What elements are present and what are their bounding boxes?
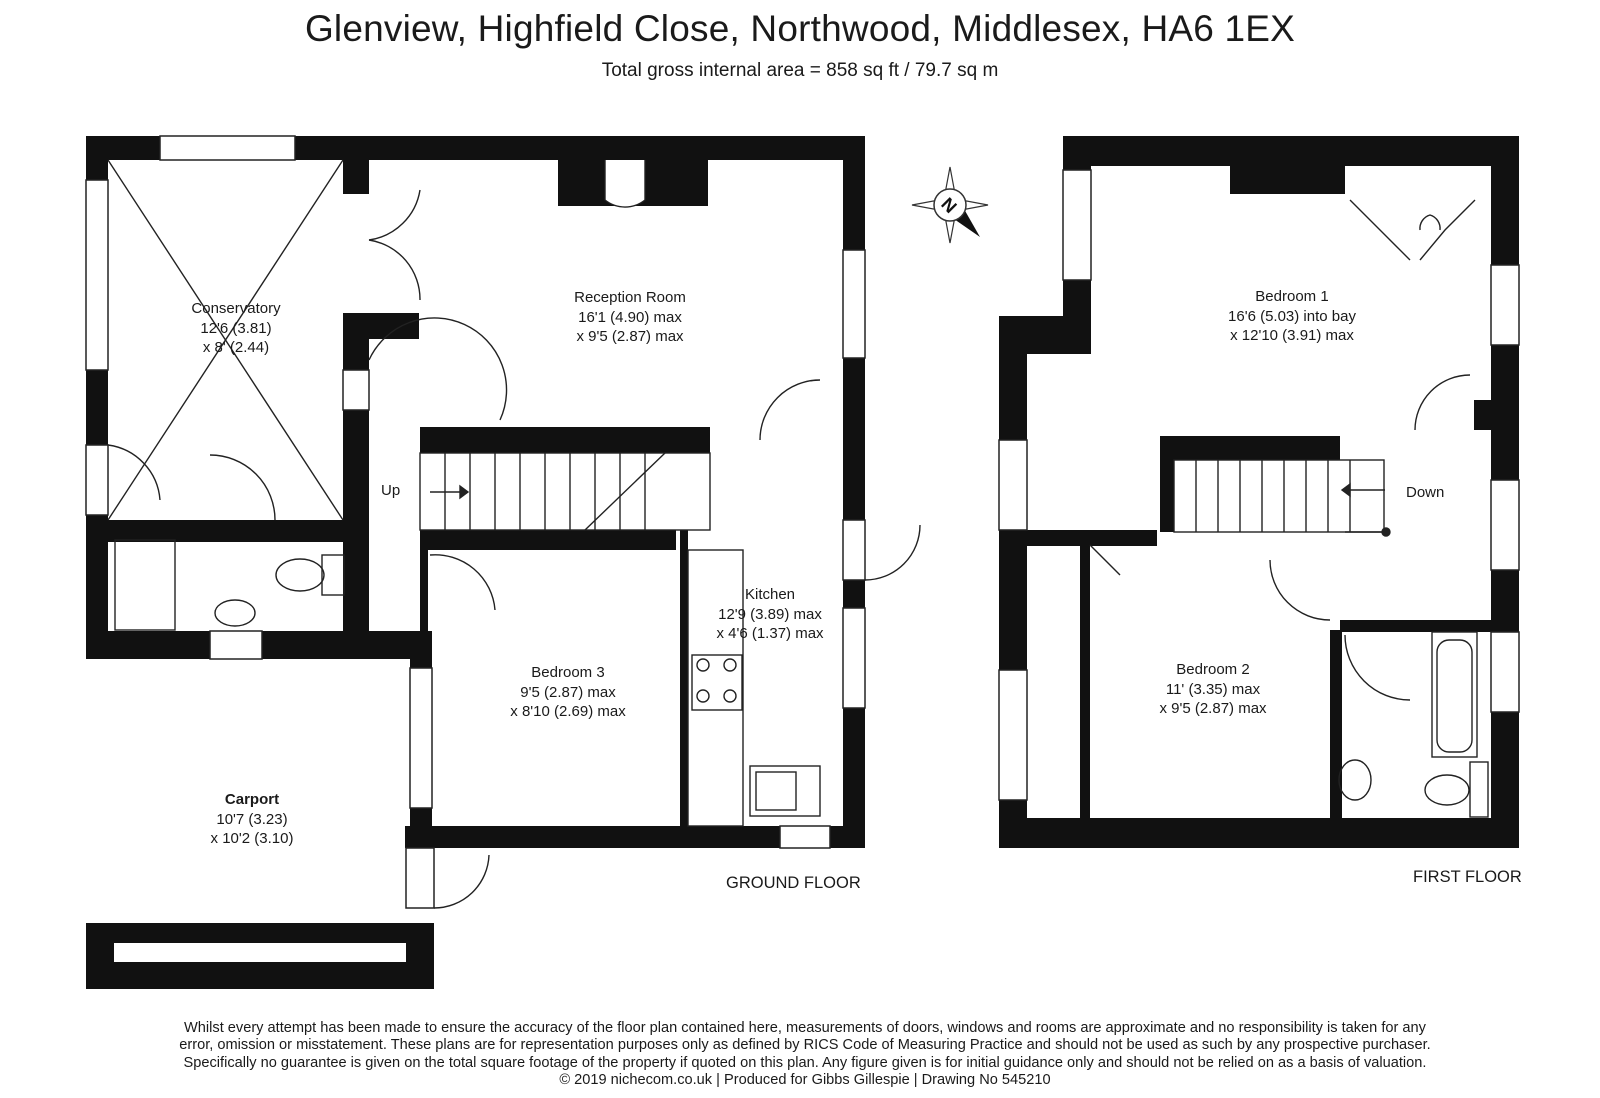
first-floor-label: FIRST FLOOR [1413, 868, 1522, 886]
door-swing [209, 454, 276, 521]
conservatory-roof-line [107, 159, 344, 521]
bedroom-2-label: Bedroom 2 11' (3.35) max x 9'5 (2.87) ma… [1159, 661, 1267, 717]
hob [691, 654, 743, 711]
window [1490, 479, 1520, 571]
window [209, 630, 263, 660]
bedroom-3-label: Bedroom 3 9'5 (2.87) max x 8'10 (2.69) m… [510, 664, 626, 720]
first-floor-plan [999, 136, 1519, 848]
wall [1063, 136, 1518, 166]
door-swing [1269, 559, 1331, 621]
toilet-cistern [1469, 761, 1489, 818]
reception-room-label: Reception Room 16'1 (4.90) max x 9'5 (2.… [574, 289, 686, 345]
toilet [275, 558, 325, 592]
wall [1230, 166, 1345, 194]
wall [1474, 400, 1491, 430]
fireplace [604, 160, 646, 208]
door-swing [433, 854, 490, 909]
wall [1340, 620, 1491, 632]
wall [343, 160, 369, 194]
door-opening [842, 519, 866, 581]
door-opening [85, 444, 109, 516]
wall [1160, 436, 1340, 460]
disclaimer-line: Whilst every attempt has been made to en… [184, 1020, 1426, 1036]
ground-floor-fixtures [107, 159, 921, 909]
toilet [1424, 774, 1470, 806]
basin [214, 599, 256, 627]
bedroom-1-label: Bedroom 1 16'6 (5.03) into bay x 12'10 (… [1228, 288, 1356, 344]
wall [999, 818, 1519, 848]
wall [100, 520, 368, 542]
plan-title: Glenview, Highfield Close, Northwood, Mi… [304, 8, 1296, 49]
disclaimer-line: error, omission or misstatement. These p… [179, 1037, 1431, 1054]
wall [420, 530, 676, 550]
wardrobe-doors [1349, 199, 1476, 261]
wall [1160, 436, 1174, 532]
toilet-cistern [321, 554, 345, 596]
ground-floor-label: GROUND FLOOR [726, 874, 861, 892]
stairs-down-label: Down [1406, 484, 1445, 501]
staircase-ground [419, 452, 711, 531]
wall [1027, 530, 1157, 546]
window [409, 667, 433, 809]
door-opening [405, 847, 435, 909]
door-swing [429, 554, 496, 611]
wall [680, 530, 688, 830]
door-swing [1344, 634, 1411, 701]
disclaimer: Whilst every attempt has been made to en… [40, 1020, 1570, 1090]
door-swing [107, 444, 161, 501]
wall [405, 826, 865, 848]
first-floor-openings [998, 169, 1520, 801]
window [342, 369, 370, 411]
conservatory-label: Conservatory 12'6 (3.81) x 8' (2.44) [191, 300, 281, 356]
bath [1431, 631, 1478, 758]
window [1062, 169, 1092, 281]
door-swing [1089, 544, 1121, 576]
wall [843, 136, 865, 848]
wall [343, 313, 369, 633]
door-swing [864, 524, 921, 581]
wall [1330, 630, 1342, 820]
carport-label: Carport 10'7 (3.23) x 10'2 (3.10) [210, 791, 294, 847]
sink [749, 765, 821, 817]
staircase-first [1173, 459, 1391, 537]
ground-floor-plan [86, 136, 865, 989]
door-swing [368, 189, 421, 241]
compass: N [911, 166, 989, 244]
wall [86, 962, 434, 989]
wall [86, 923, 434, 943]
window [998, 439, 1028, 531]
door-swing [368, 239, 421, 301]
wardrobe-handle [1419, 214, 1441, 231]
stairs-up-label: Up [381, 482, 401, 499]
door-swing [759, 379, 821, 441]
first-floor-fixtures [1089, 199, 1489, 818]
wall [405, 136, 865, 160]
window [1490, 264, 1520, 346]
window [1490, 631, 1520, 713]
window [159, 135, 296, 161]
shower-tray [114, 539, 176, 631]
gross-internal-area: Total gross internal area = 858 sq ft / … [601, 60, 999, 81]
disclaimer-line: Specifically no guarantee is given on th… [183, 1054, 1427, 1071]
door-swing [368, 317, 508, 421]
wall [1080, 540, 1090, 820]
window [998, 669, 1028, 801]
copyright-line: © 2019 nichecom.co.uk | Produced for Gib… [559, 1072, 1051, 1089]
window [842, 249, 866, 359]
door-swing [1414, 374, 1471, 431]
basin [1338, 759, 1372, 801]
window [842, 607, 866, 709]
ground-floor-openings [85, 135, 866, 909]
wall [420, 427, 710, 453]
kitchen-label: Kitchen 12'9 (3.89) max x 4'6 (1.37) max [716, 586, 824, 642]
window [85, 179, 109, 371]
window [779, 825, 831, 849]
